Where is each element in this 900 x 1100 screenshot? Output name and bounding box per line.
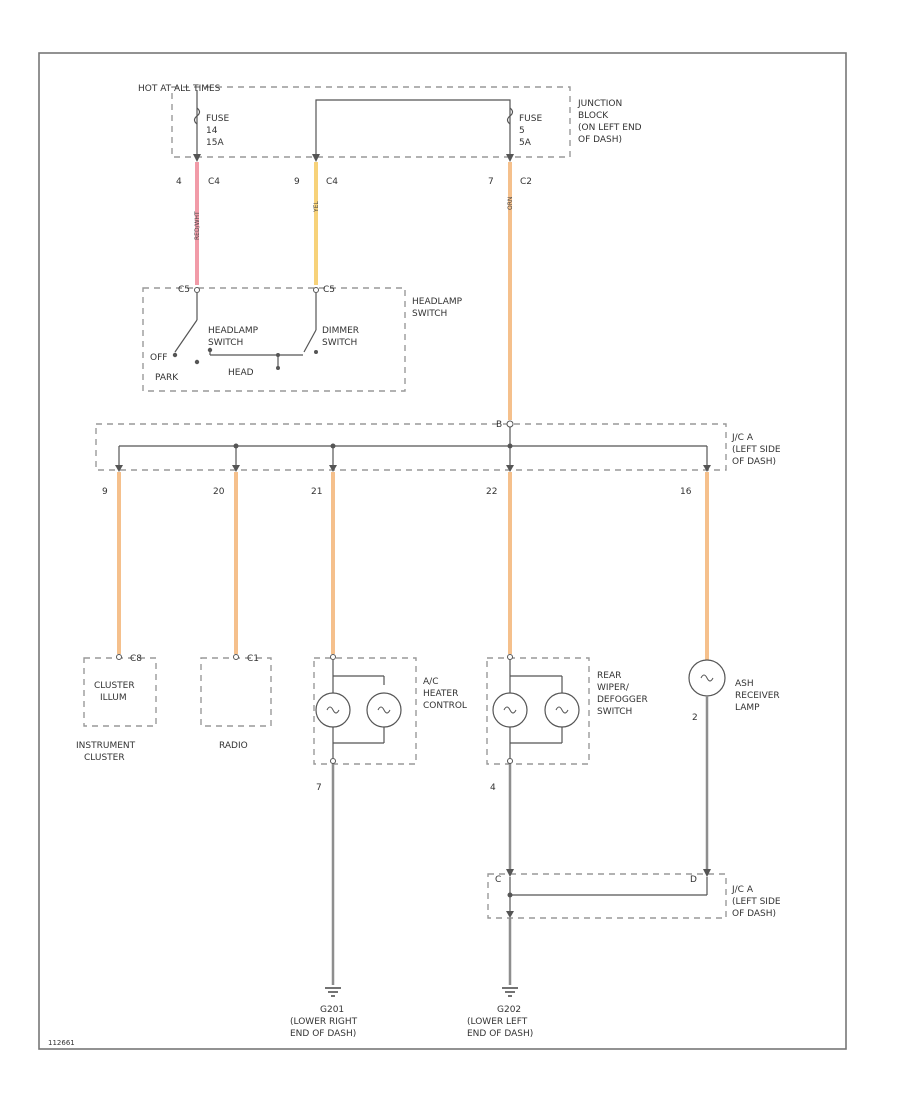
pin-c2: 7	[488, 177, 494, 187]
hs-conn-right: C5	[323, 285, 335, 295]
fuse-14-symbol	[193, 107, 201, 125]
g201-label-3: END OF DASH)	[290, 1029, 356, 1039]
hs-inner-label-1: HEADLAMP	[208, 326, 259, 336]
ac-label-2: HEATER	[423, 689, 458, 699]
junction-block-label-1: JUNCTION	[577, 99, 622, 109]
junction-block-label-4: OF DASH)	[578, 135, 622, 145]
jc-a-bottom-label-2: (LEFT SIDE	[732, 897, 781, 907]
diagram-id: 112661	[48, 1039, 75, 1047]
g202-label-2: (LOWER LEFT	[467, 1017, 528, 1027]
jc-pin-b: B	[496, 420, 502, 430]
head-label: HEAD	[228, 368, 254, 378]
jc-a-bottom-label-3: OF DASH)	[732, 909, 776, 919]
headlamp-switch-label-1: HEADLAMP	[412, 297, 463, 307]
conn-c4-left: C4	[208, 177, 220, 187]
svg-text:YEL: YEL	[313, 201, 320, 213]
hot-at-all-times-label: HOT AT ALL TIMES	[138, 84, 221, 94]
headlamp-switch-label-2: SWITCH	[412, 309, 447, 319]
diagram-frame	[38, 52, 847, 1050]
pin-c4-left: 4	[176, 177, 182, 187]
junction-block-label-3: (ON LEFT END	[578, 123, 642, 133]
fuse1-number: 14	[206, 126, 218, 136]
radio-box	[200, 657, 272, 727]
rw-label-3: DEFOGGER	[597, 695, 648, 705]
cluster-conn: C8	[130, 654, 142, 664]
jc-pin-c: C	[495, 875, 501, 885]
rw-label-1: REAR	[597, 671, 621, 681]
rw-label-2: WIPER/	[597, 683, 630, 693]
jc-a-bottom-label-1: J/C A	[731, 885, 754, 895]
jc-a-top-label-3: OF DASH)	[732, 457, 776, 467]
fuse-5-symbol	[506, 107, 514, 125]
dimmer-switch-label-2: SWITCH	[322, 338, 357, 348]
fuse1-rating: 15A	[206, 138, 224, 148]
radio-label: RADIO	[219, 741, 248, 751]
radio-conn: C1	[247, 654, 259, 664]
pin-20: 20	[213, 487, 225, 497]
jc-a-top-label-2: (LEFT SIDE	[732, 445, 781, 455]
fuse2-number: 5	[519, 126, 525, 136]
g201-label-1: G201	[320, 1005, 344, 1015]
conn-c2: C2	[520, 177, 532, 187]
pin-22: 22	[486, 487, 497, 497]
junction-block-box	[171, 86, 571, 158]
ac-label-1: A/C	[423, 677, 438, 687]
headlamp-switch-blade	[174, 319, 198, 353]
headlamp-switch-box	[142, 287, 406, 392]
g202-label-1: G202	[497, 1005, 521, 1015]
cluster-illum-box	[83, 657, 157, 727]
hs-inner-label-2: SWITCH	[208, 338, 243, 348]
ash-label-3: LAMP	[735, 703, 760, 713]
conn-c4-mid: C4	[326, 177, 338, 187]
instrument-cluster-label-1: INSTRUMENT	[76, 741, 136, 751]
pin-ac-bottom: 7	[316, 783, 322, 793]
g202-label-3: END OF DASH)	[467, 1029, 533, 1039]
ground-g201-symbol	[325, 987, 341, 997]
ash-label-1: ASH	[735, 679, 754, 689]
rw-label-4: SWITCH	[597, 707, 632, 717]
fuse2-label: FUSE	[519, 114, 542, 124]
pin-16: 16	[680, 487, 692, 497]
pin-21: 21	[311, 487, 322, 497]
jc-a-top-box	[95, 423, 727, 471]
cluster-illum-label-2: ILLUM	[100, 693, 127, 703]
g201-label-2: (LOWER RIGHT	[290, 1017, 358, 1027]
svg-text:ORN: ORN	[507, 197, 514, 210]
pin-9: 9	[102, 487, 108, 497]
off-label: OFF	[150, 353, 167, 363]
dimmer-switch-label-1: DIMMER	[322, 326, 359, 336]
jc-a-bottom-box	[487, 873, 727, 919]
rear-wiper-box	[486, 657, 590, 765]
instrument-cluster-label-2: CLUSTER	[84, 753, 125, 763]
ground-g202-symbol	[502, 987, 518, 997]
junction-block-label-2: BLOCK	[578, 111, 609, 121]
hs-conn-left: C5	[178, 285, 190, 295]
svg-text:RED/WHT: RED/WHT	[194, 211, 201, 240]
pin-rw-bottom: 4	[490, 783, 496, 793]
jc-pin-d: D	[690, 875, 697, 885]
dimmer-switch-blade	[303, 329, 317, 353]
ac-heater-box	[313, 657, 417, 765]
connector-c4-mid	[312, 154, 320, 162]
park-label: PARK	[155, 373, 179, 383]
fuse2-rating: 5A	[519, 138, 532, 148]
ac-label-3: CONTROL	[423, 701, 467, 711]
fuse1-label: FUSE	[206, 114, 229, 124]
cluster-illum-label-1: CLUSTER	[94, 681, 135, 691]
jc-a-top-label-1: J/C A	[731, 433, 754, 443]
connector-c4-left	[193, 154, 201, 162]
ash-label-2: RECEIVER	[735, 691, 780, 701]
pin-c4-mid: 9	[294, 177, 300, 187]
pin-ash-bottom: 2	[692, 713, 698, 723]
connector-c2	[506, 154, 514, 162]
